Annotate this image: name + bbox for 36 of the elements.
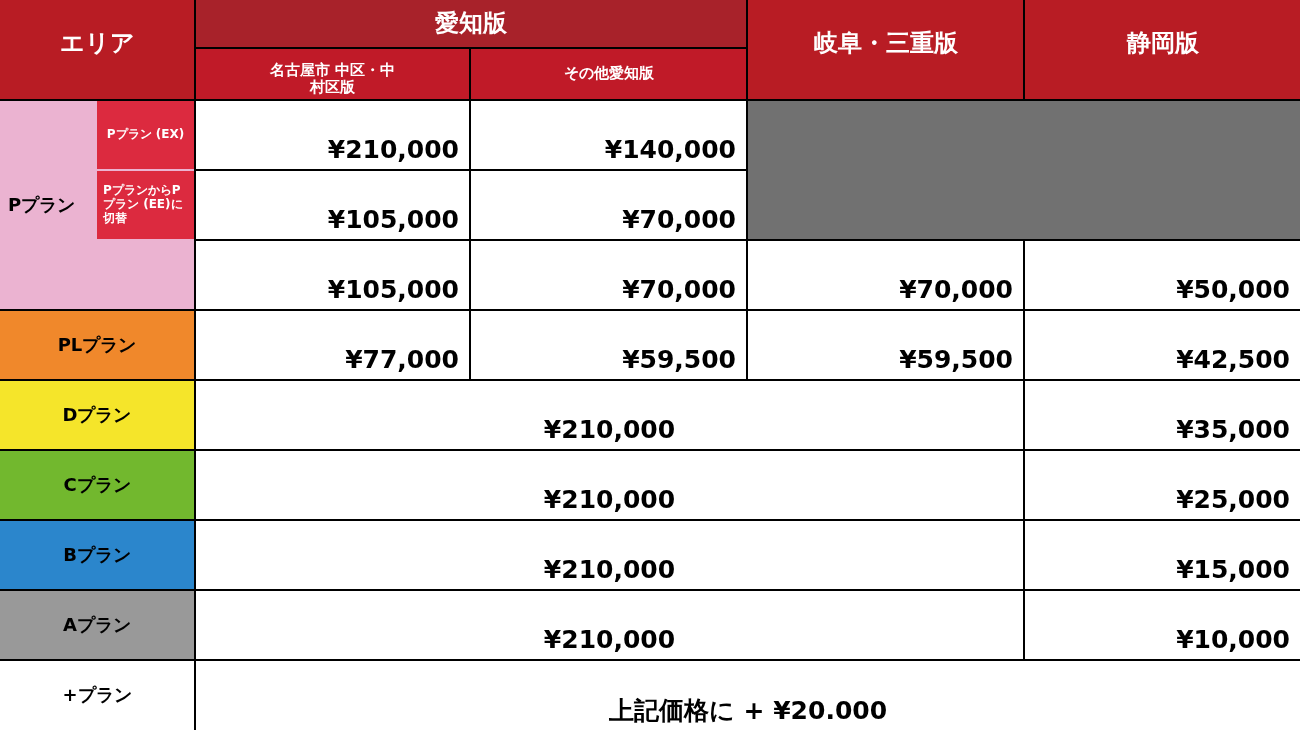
price-cell: ¥15,000 <box>1025 521 1300 589</box>
header-cell: 静岡版 <box>1025 0 1300 99</box>
price-cell: ¥210,000 <box>196 381 1023 449</box>
price-cell: ¥140,000 <box>471 101 746 169</box>
shaded-block <box>748 101 1300 239</box>
price-cell: ¥105,000 <box>196 241 469 309</box>
table-cell: +プラン <box>0 661 194 730</box>
price-cell: ¥70,000 <box>748 241 1023 309</box>
price-cell: ¥59,500 <box>471 311 746 379</box>
header-cell: 岐阜・三重版 <box>748 0 1023 99</box>
price-cell: ¥42,500 <box>1025 311 1300 379</box>
table-cell: Pプラン (EX) <box>97 101 194 169</box>
header-cell: 愛知版 <box>196 0 746 47</box>
table-cell: Dプラン <box>0 381 194 449</box>
table-cell: Aプラン <box>0 591 194 659</box>
price-cell: ¥70,000 <box>471 171 746 239</box>
table-cell: Cプラン <box>0 451 194 519</box>
price-cell: ¥70,000 <box>471 241 746 309</box>
price-cell: ¥210,000 <box>196 101 469 169</box>
price-cell: ¥210,000 <box>196 591 1023 659</box>
price-cell: ¥50,000 <box>1025 241 1300 309</box>
header-cell: 名古屋市 中区・中村区版 <box>196 49 469 99</box>
price-cell: ¥59,500 <box>748 311 1023 379</box>
price-cell: ¥35,000 <box>1025 381 1300 449</box>
table-cell: PプランからPプラン (EE)に切替 <box>97 171 194 239</box>
price-cell: ¥210,000 <box>196 451 1023 519</box>
price-cell: ¥105,000 <box>196 171 469 239</box>
price-cell: ¥210,000 <box>196 521 1023 589</box>
price-cell: ¥25,000 <box>1025 451 1300 519</box>
table-cell: Bプラン <box>0 521 194 589</box>
price-cell: ¥10,000 <box>1025 591 1300 659</box>
header-cell: その他愛知版 <box>471 49 746 99</box>
price-cell: 上記価格に + ¥20.000 <box>196 661 1300 730</box>
table-cell: PLプラン <box>0 311 194 379</box>
header-cell: エリア <box>0 0 194 99</box>
price-cell: ¥77,000 <box>196 311 469 379</box>
